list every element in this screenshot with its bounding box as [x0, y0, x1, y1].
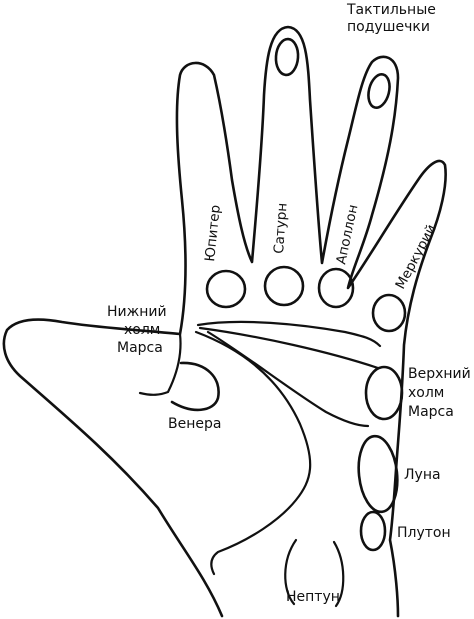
venus-label: Венера	[168, 416, 221, 432]
lower-mars-label-line2: холм	[124, 322, 160, 338]
jupiter-label: Юпитер	[202, 204, 224, 262]
thumb-web-line	[138, 332, 182, 396]
upper-mars-label-line3: Марса	[408, 404, 454, 420]
saturn-fingertip-pad	[274, 37, 300, 77]
tactile-pads-label-line2: подушечки	[347, 19, 430, 35]
head-line	[198, 326, 380, 370]
lower-mars-label-line1: Нижний	[107, 304, 167, 320]
fate-line	[206, 330, 370, 428]
pluto-label: Плутон	[397, 525, 451, 541]
neptune-bracket-left	[284, 538, 298, 606]
upper-mars-mount	[364, 365, 404, 421]
apollo-mount	[317, 267, 355, 309]
life-line	[194, 330, 312, 576]
apollo-fingertip-pad	[367, 73, 391, 109]
lower-mars-mount	[170, 361, 220, 412]
saturn-label: Сатурн	[271, 202, 291, 254]
mercury-mount	[371, 293, 407, 333]
jupiter-mount	[205, 269, 247, 309]
upper-mars-label-line2: холм	[408, 385, 444, 401]
neptune-bracket-right	[332, 540, 345, 608]
lower-mars-label-line3: Марса	[117, 340, 163, 356]
upper-mars-label-line1: Верхний	[408, 366, 471, 382]
neptune-label: Нептун	[286, 589, 340, 605]
tactile-pads-label-line1: Тактильные	[346, 2, 436, 18]
saturn-mount	[263, 265, 305, 307]
hand-outline	[2, 25, 447, 618]
pluto-mount	[359, 510, 387, 552]
moon-mount	[357, 434, 399, 514]
heart-line	[196, 320, 382, 348]
moon-label: Луна	[404, 467, 441, 483]
